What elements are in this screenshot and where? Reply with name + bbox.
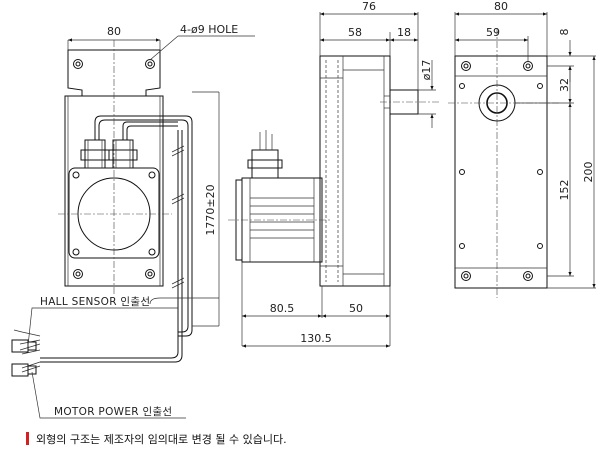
dim-side-gear: 58	[348, 26, 362, 39]
motor-power-label: MOTOR POWER 인출선	[54, 406, 172, 418]
hall-connector	[11, 339, 29, 353]
lead-labels: HALL SENSOR 인출선 MOTOR POWER 인출선	[27, 296, 186, 419]
front-hole-tl-inner	[75, 61, 81, 67]
footnote: 외형의 구조는 제조자의 임의대로 변경 될 수 있습니다.	[26, 432, 287, 446]
front-hole-tr	[145, 59, 155, 69]
cable-hall	[94, 115, 193, 337]
dim-gearbox-depth: 50	[349, 302, 363, 315]
end-body	[454, 55, 548, 289]
dim-end-shaft-height: 32	[558, 78, 571, 92]
cable-connectors	[11, 329, 41, 377]
power-connector	[11, 363, 29, 377]
dim-end-shaft-offset: 59	[486, 26, 500, 39]
front-hole-tl	[73, 59, 83, 69]
dim-side-shaft: 18	[397, 26, 411, 39]
front-hole-br	[145, 269, 155, 279]
hole-leader	[149, 35, 179, 61]
dim-end-height: 200	[582, 162, 595, 183]
side-gearbox	[319, 55, 391, 287]
dim-shaft-diameter: ø17	[420, 60, 433, 81]
dim-end-width: 80	[494, 0, 508, 13]
dim-end-hole-pitch: 152	[558, 180, 571, 201]
dim-front-width: 80	[107, 25, 121, 38]
hall-sensor-label: HALL SENSOR 인출선	[40, 296, 150, 308]
dim-end-top-edge: 8	[558, 29, 571, 36]
hole-spec-label: 4-ø9 HOLE	[180, 23, 238, 36]
side-cable-gland	[251, 149, 279, 179]
dim-side-total: 76	[362, 0, 376, 13]
cable-power	[40, 130, 183, 363]
side-view: 76 58 18 ø17 80.5 50 130.5	[228, 0, 440, 348]
dim-overall-length: 130.5	[300, 332, 332, 345]
end-view: 80 59 8 32 200 152	[448, 0, 596, 298]
front-view: 80 4-ø9 HOLE 1770±20	[11, 23, 255, 377]
note-marker	[26, 432, 29, 445]
front-hole-bl	[73, 269, 83, 279]
dim-motor-length: 80.5	[270, 302, 295, 315]
note-text: 외형의 구조는 제조자의 임의대로 변경 될 수 있습니다.	[36, 432, 287, 446]
dim-cable-length: 1770±20	[204, 184, 217, 235]
front-hole-tr-inner	[147, 61, 153, 67]
